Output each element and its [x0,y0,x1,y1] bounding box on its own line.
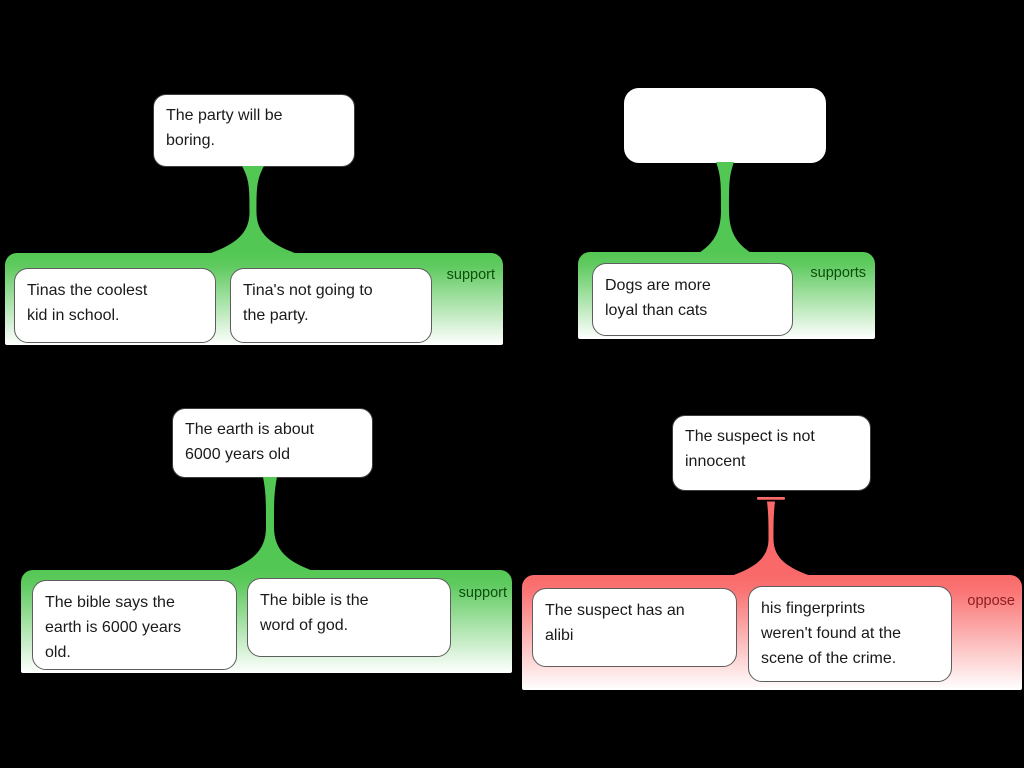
relation-label: oppose [967,593,1015,609]
claim-box-empty[interactable] [624,88,826,163]
reason-box[interactable]: The bible is the word of god. [247,578,451,657]
support-connector [699,162,751,253]
reason-box[interactable]: The suspect has an alibi [532,588,737,667]
claim-box[interactable]: The party will be boring. [153,94,355,167]
reason-box[interactable]: Dogs are more loyal than cats [592,263,793,336]
claim-box[interactable]: The suspect is not innocent [672,415,871,491]
oppose-crossbar [757,497,785,500]
relation-label: support [446,267,495,283]
claim-box[interactable]: The earth is about 6000 years old [172,408,373,478]
oppose-group[interactable]: oppose The suspect has an alibi his fing… [522,575,1022,690]
oppose-connector [728,497,814,577]
support-group[interactable]: support The bible says the earth is 6000… [21,570,512,673]
support-group[interactable]: support Tinas the coolest kid in school.… [5,253,503,345]
support-group[interactable]: supports Dogs are more loyal than cats [578,252,875,339]
support-connector [224,477,316,572]
relation-label: support [458,585,507,601]
reason-box[interactable]: The bible says the earth is 6000 years o… [32,580,237,670]
relation-label: supports [810,265,866,281]
reason-box[interactable]: his fingerprints weren't found at the sc… [748,586,952,682]
reason-box[interactable]: Tinas the coolest kid in school. [14,268,216,343]
reason-box[interactable]: Tina's not going to the party. [230,268,432,343]
support-connector [205,166,301,255]
